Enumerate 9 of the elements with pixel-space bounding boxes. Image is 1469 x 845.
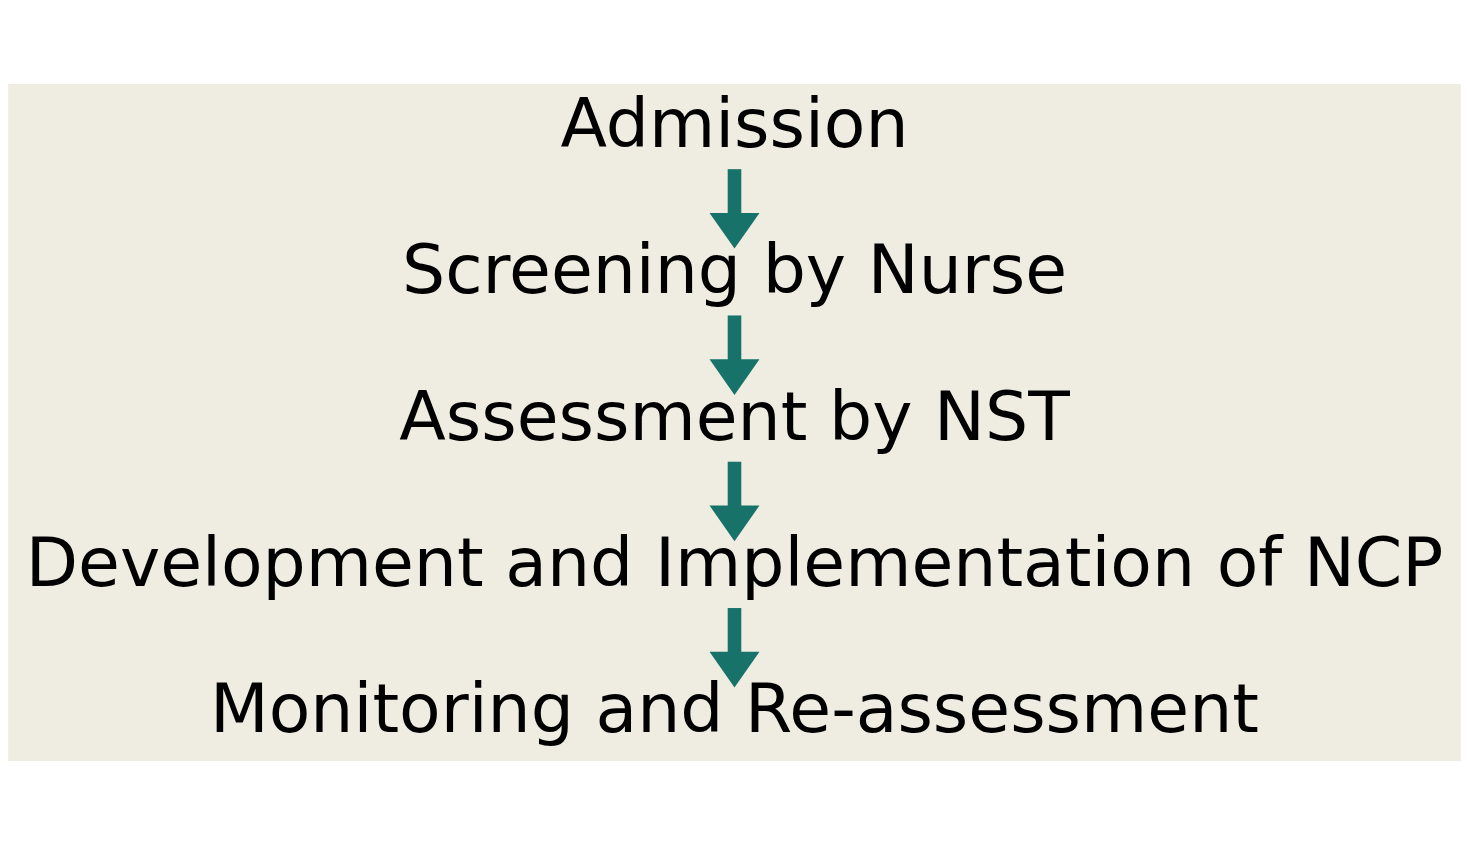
arrow — [709, 608, 760, 688]
node-text: Development and Implementation of NCP — [25, 522, 1444, 602]
node-text: Monitoring and Re-assessment — [210, 669, 1259, 749]
arrow — [709, 461, 760, 542]
node-text: Assessment by NST — [399, 376, 1070, 456]
node-text: Admission — [560, 83, 909, 163]
arrow — [709, 315, 760, 395]
arrow — [709, 169, 760, 249]
node-text: Screening by Nurse — [401, 230, 1068, 310]
